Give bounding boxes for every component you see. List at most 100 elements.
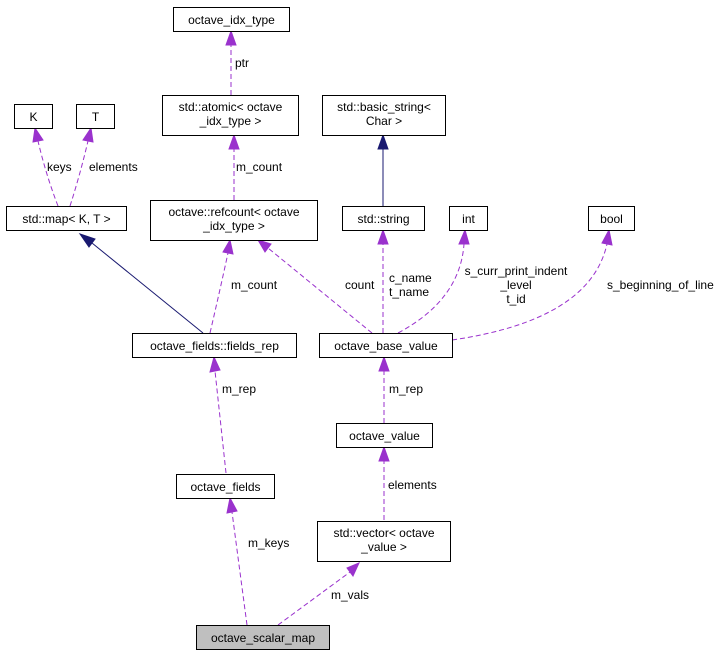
node-octave-base-value[interactable]: octave_base_value <box>319 333 453 358</box>
arrow-head <box>601 228 613 246</box>
nodes: octave_idx_type std::atomic< octave_idx_… <box>6 7 635 650</box>
edge-map-to-T <box>69 140 89 207</box>
edge-fields-rep-inherits-map <box>91 242 204 334</box>
edge-label-m-count-mid: m_count <box>231 278 278 292</box>
node-label: octave_scalar_map <box>211 631 315 645</box>
node-label: std::basic_string<Char > <box>337 100 431 128</box>
edge-label-m-keys: m_keys <box>248 536 289 550</box>
edge-scalar-map-to-vector <box>277 571 351 626</box>
text-line: std::map< K, T > <box>22 212 110 226</box>
edge-fields-rep-to-refcount <box>209 252 229 334</box>
node-label: std::map< K, T > <box>22 212 110 226</box>
node-std-basic-string[interactable]: std::basic_string<Char > <box>322 95 446 136</box>
text-line: std::atomic< octave <box>179 100 283 114</box>
text-line: T <box>92 110 100 124</box>
text-line: std::string <box>357 212 409 226</box>
node-label: int <box>462 212 475 226</box>
edge-octave-fields-to-fields-rep <box>214 370 227 474</box>
node-label: K <box>29 110 37 124</box>
text-line: c_name <box>389 271 432 285</box>
node-octave-fields[interactable]: octave_fields <box>176 474 275 499</box>
node-label: octave_base_value <box>334 339 438 353</box>
text-line: bool <box>600 212 623 226</box>
arrow-head <box>209 355 221 373</box>
edge-label-elements-top: elements <box>89 160 138 174</box>
text-line: std::vector< octave <box>333 526 434 540</box>
text-line: count <box>345 278 375 292</box>
text-line: octave_idx_type <box>188 13 275 27</box>
text-line: m_rep <box>389 382 423 396</box>
node-octave-refcount[interactable]: octave::refcount< octave_idx_type > <box>150 200 318 241</box>
edges <box>32 29 613 626</box>
edge-scalar-map-to-octave-fields <box>231 511 248 626</box>
arrow-head <box>256 239 272 253</box>
arrow-head <box>222 238 234 255</box>
node-octave-idx-type[interactable]: octave_idx_type <box>173 7 290 32</box>
edge-label-elements-bottom: elements <box>388 478 437 492</box>
node-label: octave_idx_type <box>188 13 275 27</box>
node-label: octave_value <box>349 429 420 443</box>
edge-labels: ptr m_count keys elements m_count count … <box>47 56 714 602</box>
text-line: elements <box>388 478 437 492</box>
text-line: _idx_type > <box>199 114 262 128</box>
node-label: std::vector< octave_value > <box>333 526 434 554</box>
node-fields-rep[interactable]: octave_fields::fields_rep <box>132 333 297 358</box>
arrow-head <box>32 126 44 143</box>
text-line: m_vals <box>331 588 369 602</box>
text-line: octave_scalar_map <box>211 631 315 645</box>
node-label: std::string <box>357 212 409 226</box>
text-line: m_count <box>236 160 283 174</box>
edge-label-m-rep-left: m_rep <box>222 382 256 396</box>
node-int[interactable]: int <box>449 206 488 231</box>
node-std-string[interactable]: std::string <box>342 206 425 231</box>
arrow-head <box>228 133 240 150</box>
edge-label-keys: keys <box>47 160 72 174</box>
node-std-map[interactable]: std::map< K, T > <box>6 206 127 231</box>
edge-map-to-K <box>37 140 59 207</box>
arrow-head <box>378 445 390 462</box>
text-line: octave_value <box>349 429 420 443</box>
node-std-atomic[interactable]: std::atomic< octave_idx_type > <box>162 95 299 136</box>
text-line: elements <box>89 160 138 174</box>
text-line: s_beginning_of_line <box>607 278 714 292</box>
edge-label-ptr: ptr <box>235 56 249 70</box>
arrow-head <box>458 228 470 245</box>
node-label: bool <box>600 212 623 226</box>
text-line: m_keys <box>248 536 289 550</box>
node-K[interactable]: K <box>14 104 53 129</box>
arrow-head <box>378 355 390 372</box>
node-std-vector[interactable]: std::vector< octave_value > <box>317 521 451 562</box>
text-line: _level <box>499 278 531 292</box>
node-label: std::atomic< octave_idx_type > <box>179 100 283 128</box>
arrow-head <box>346 562 360 577</box>
node-label: octave_fields <box>190 480 260 494</box>
text-line: _idx_type > <box>202 219 265 233</box>
node-octave-value[interactable]: octave_value <box>336 423 433 448</box>
node-label: octave::refcount< octave_idx_type > <box>168 205 299 233</box>
node-label: octave_fields::fields_rep <box>150 339 279 353</box>
text-line: octave_fields::fields_rep <box>150 339 279 353</box>
text-line: K <box>29 110 37 124</box>
arrow-head <box>377 133 389 150</box>
edge-label-beginning: s_beginning_of_line <box>607 278 714 292</box>
edge-label-count: count <box>345 278 375 292</box>
node-bool[interactable]: bool <box>588 206 635 231</box>
node-octave-scalar-map[interactable]: octave_scalar_map <box>196 625 330 650</box>
text-line: s_curr_print_indent <box>465 264 568 278</box>
arrow-head <box>226 496 238 514</box>
edge-base-value-to-refcount <box>267 247 373 334</box>
text-line: Char > <box>366 114 402 128</box>
node-label: T <box>92 110 100 124</box>
node-T[interactable]: T <box>76 104 115 129</box>
text-line: int <box>462 212 475 226</box>
edge-label-m-vals: m_vals <box>331 588 369 602</box>
text-line: keys <box>47 160 72 174</box>
arrow-head <box>78 233 96 248</box>
text-line: octave_base_value <box>334 339 438 353</box>
text-line: t_name <box>389 285 429 299</box>
text-line: std::basic_string< <box>337 100 431 114</box>
text-line: octave_fields <box>190 480 260 494</box>
edge-base-value-to-bool <box>451 243 608 341</box>
